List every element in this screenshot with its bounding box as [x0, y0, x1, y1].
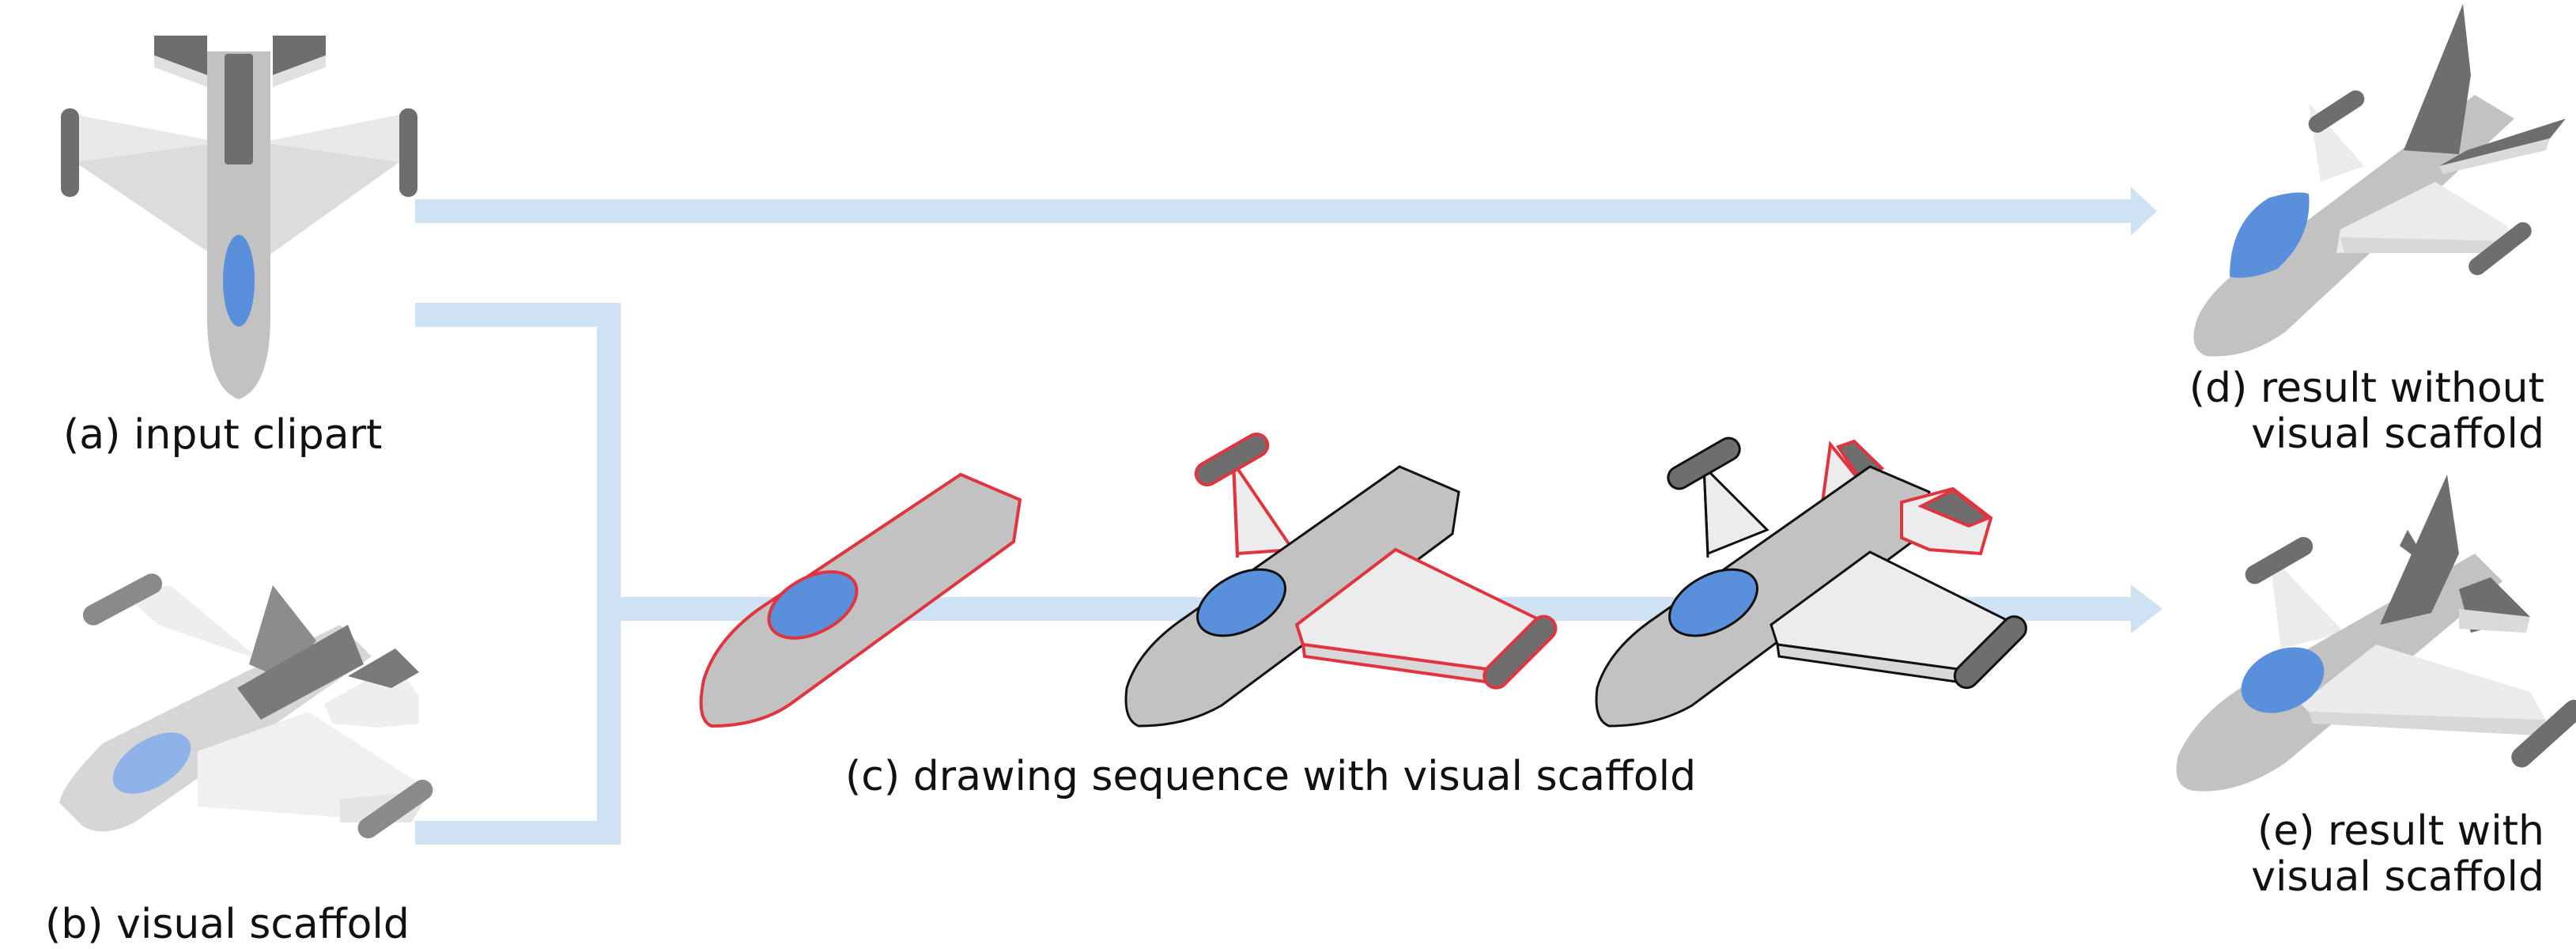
caption-result-with-line1: (e) result with [2257, 807, 2544, 855]
visual-scaffold-jet [59, 573, 433, 839]
cockpit-icon [1668, 568, 1758, 637]
arrow-without-scaffold [415, 187, 2157, 236]
caption-input-clipart: (a) input clipart [63, 411, 383, 459]
cockpit-icon [112, 732, 191, 794]
cockpit-icon [1196, 568, 1286, 637]
cockpit-icon [2230, 192, 2310, 278]
caption-result-with-line2: visual scaffold [2251, 853, 2544, 901]
caption-result-without-scaffold: (d) result without visual scaffold [2189, 365, 2544, 457]
caption-result-without-line2: visual scaffold [2251, 410, 2544, 458]
caption-result-with-scaffold: (e) result with visual scaffold [2251, 808, 2544, 900]
input-clipart-jet [61, 36, 417, 399]
caption-drawing-sequence: (c) drawing sequence with visual scaffol… [845, 753, 1697, 800]
drawing-step-3 [1595, 437, 2027, 728]
caption-visual-scaffold: (b) visual scaffold [45, 901, 410, 948]
cockpit-icon [223, 235, 255, 327]
cockpit-icon [2241, 647, 2325, 713]
drawing-step-2 [1124, 433, 1558, 728]
cockpit-icon [767, 570, 859, 640]
caption-result-without-line1: (d) result without [2189, 365, 2544, 412]
result-with-scaffold-jet [2176, 475, 2576, 792]
drawing-step-1 [699, 472, 1022, 728]
result-without-scaffold-jet [2193, 4, 2566, 357]
merge-bracket [415, 303, 621, 845]
